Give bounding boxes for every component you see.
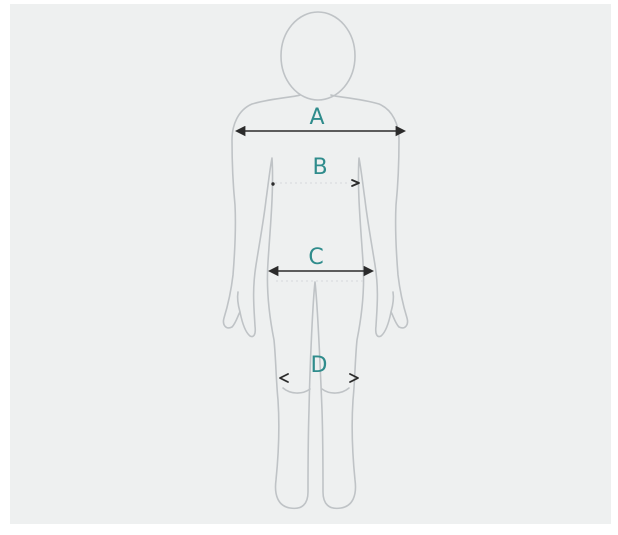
measurement-a-label: A	[309, 105, 324, 130]
measurement-d-label: D	[311, 353, 328, 378]
head-outline	[281, 12, 355, 100]
measurement-c-label: C	[308, 245, 323, 270]
left-thumb-line	[238, 292, 240, 312]
right-knee-curve	[322, 388, 349, 393]
measurement-b-label: B	[312, 155, 327, 180]
measurement-b-left-marker	[272, 183, 274, 185]
left-knee-curve	[283, 388, 310, 393]
measurement-d-left-arrowhead	[280, 374, 288, 382]
right-thumb-line	[391, 292, 393, 312]
